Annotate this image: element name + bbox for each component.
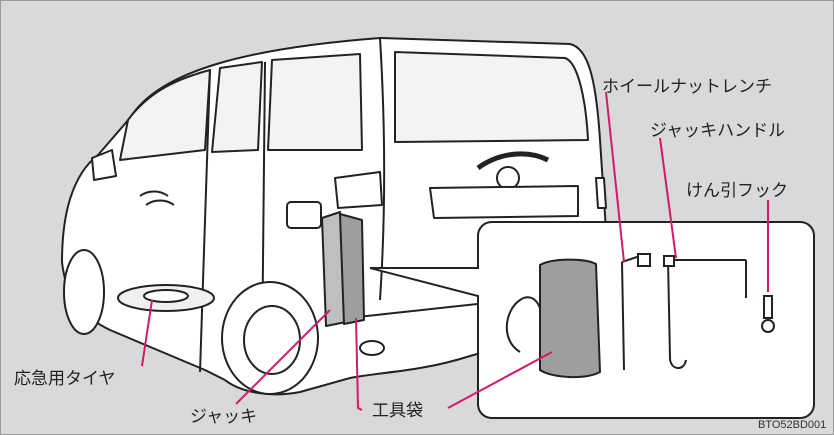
tools-callout <box>369 221 815 419</box>
tool-bag-icon <box>539 258 602 379</box>
van-rear-edge <box>379 37 386 301</box>
spare-tire-hub <box>143 289 189 303</box>
callout-lines <box>141 91 769 411</box>
figure-code: BTO52BD001 <box>758 419 826 431</box>
rear-wheel-hub <box>243 305 301 375</box>
tail-lamp-right <box>595 177 607 209</box>
door-handle-2 <box>145 199 175 206</box>
rear-side-window <box>267 53 363 151</box>
tail-lamp <box>334 171 383 209</box>
spare-tire-callout-line <box>141 299 153 367</box>
rear-window <box>394 51 589 143</box>
jack-handle-callout-line <box>659 137 677 259</box>
van-illustration <box>61 37 610 396</box>
label-tool-bag: 工具袋 <box>372 401 423 421</box>
exhaust <box>359 340 385 356</box>
stowed-tool-bag <box>339 213 365 325</box>
fuel-lid <box>286 201 322 229</box>
jack-handle-icon <box>663 255 747 369</box>
plate-area <box>429 185 579 219</box>
side-mirror <box>91 149 117 181</box>
label-jack: ジャッキ <box>190 407 257 427</box>
wheel-nut-wrench-icon <box>621 253 651 371</box>
door-line-front <box>199 69 211 373</box>
rear-wiper <box>476 151 550 171</box>
label-wheel-nut-wrench: ホイールナットレンチ <box>602 77 772 97</box>
middle-window <box>211 61 263 153</box>
tool-bag-inset-callout-line <box>447 351 553 409</box>
rear-wiper-pivot <box>496 166 520 190</box>
wrench-callout-line <box>605 91 625 263</box>
label-jack-handle: ジャッキハンドル <box>650 121 785 141</box>
tool-bag-callout-line <box>355 317 363 411</box>
towing-hook-icon <box>761 295 775 333</box>
door-handle-1 <box>139 190 169 197</box>
jack-callout-line <box>235 309 331 405</box>
front-wheel <box>63 249 105 335</box>
label-towing-hook: けん引フック <box>686 181 788 201</box>
label-spare-tire: 応急用タイヤ <box>14 369 116 389</box>
